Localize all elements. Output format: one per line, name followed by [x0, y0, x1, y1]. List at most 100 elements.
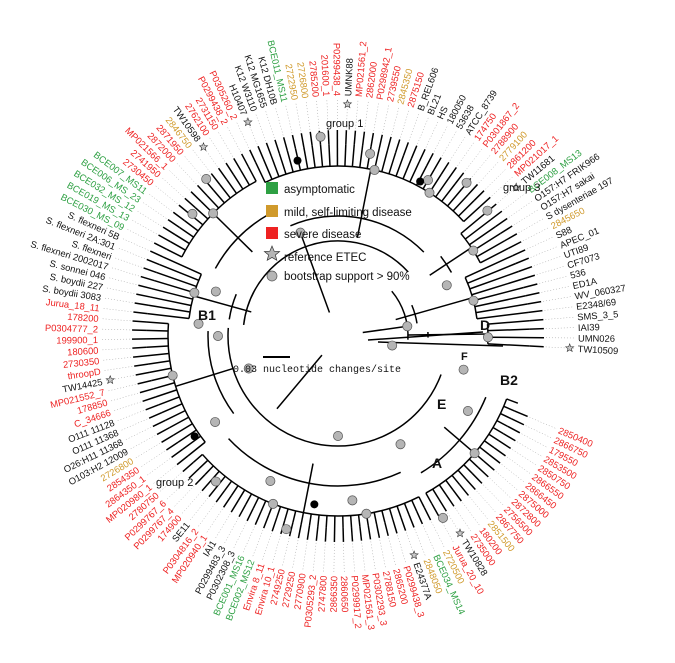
tip-branch — [454, 172, 465, 185]
leaf-branch — [460, 212, 486, 235]
leaf-branch — [146, 321, 169, 325]
tip-branch — [477, 466, 489, 478]
tip-branch — [423, 507, 432, 521]
tip-leader — [539, 275, 568, 284]
tip-label: 2747800 — [316, 575, 329, 612]
tip-leader — [516, 441, 543, 457]
tip-branch — [138, 284, 153, 290]
tip-leader — [275, 107, 284, 136]
bootstrap-node — [210, 476, 221, 487]
tip-leader — [305, 101, 311, 130]
tip-branch — [149, 250, 164, 258]
tip-branch — [222, 495, 232, 508]
tip-leader — [102, 308, 132, 312]
leaf-branch — [411, 499, 418, 512]
tip-branch — [483, 460, 495, 471]
tip-leader — [379, 539, 386, 569]
leaf-branch — [170, 241, 186, 251]
tip-label: throopD — [67, 366, 102, 382]
leaf-branch — [381, 510, 386, 523]
tip-leader — [316, 99, 320, 129]
bootstrap-node — [462, 406, 473, 416]
clade-stem — [175, 367, 234, 388]
tip-leader — [364, 100, 369, 130]
bootstrap-node — [210, 417, 221, 427]
tip-leader — [110, 392, 139, 402]
clade-label-e: E — [437, 396, 446, 412]
tip-branch — [230, 499, 240, 513]
tip-branch — [508, 241, 522, 249]
tip-branch — [153, 242, 168, 250]
tip-branch — [402, 142, 410, 156]
tip-leader — [536, 265, 565, 275]
tip-leader — [373, 102, 379, 132]
tip-branch — [265, 142, 272, 157]
tip-leader — [236, 121, 250, 149]
leaf-branch — [187, 441, 206, 457]
leaf-branch — [179, 226, 195, 238]
leaf-branch — [344, 144, 347, 167]
tip-leader — [501, 464, 525, 483]
tip-branch — [162, 226, 176, 236]
tip-branch — [233, 157, 242, 171]
tip-leader — [485, 168, 507, 190]
leaf-branch — [255, 162, 266, 183]
tip-leader — [361, 542, 366, 572]
tip-branch — [262, 514, 270, 529]
tip-label: P0299917_2 — [349, 575, 364, 629]
tip-branch — [498, 440, 512, 450]
tip-branch — [467, 183, 479, 196]
tip-leader — [483, 484, 504, 506]
reference-star-icon — [455, 528, 465, 538]
backbone-stem — [276, 354, 323, 410]
tip-branch — [473, 190, 485, 202]
leaf-branch — [165, 409, 186, 421]
tip-branch — [167, 218, 181, 229]
backbone-stem — [362, 325, 408, 334]
tip-branch — [359, 526, 363, 541]
bootstrap-node — [167, 370, 178, 381]
leaf-branch — [492, 426, 504, 435]
legend-star-icon — [263, 245, 281, 262]
tip-leader — [136, 210, 162, 227]
tip-leader — [382, 104, 390, 133]
bootstrap-node — [458, 364, 469, 375]
group-marker-dot — [190, 432, 199, 441]
tip-branch — [514, 410, 528, 418]
tip-leader — [120, 418, 148, 431]
tip-branch — [306, 525, 311, 540]
tip-branch — [415, 510, 424, 525]
tip-branch — [297, 524, 302, 539]
leaf-branch — [464, 219, 492, 240]
leaf-branch — [487, 320, 530, 325]
tip-branch — [445, 494, 455, 507]
leaf-branch — [425, 492, 433, 504]
tip-branch — [400, 517, 407, 531]
tip-leader — [522, 227, 549, 242]
scale-label: 0.03 nucleotide changes/site — [233, 364, 401, 376]
clade-label-b2: B2 — [500, 372, 518, 388]
bootstrap-node — [369, 165, 380, 175]
tip-leader — [103, 366, 133, 371]
tip-leader — [214, 513, 231, 539]
leaf-branch — [275, 506, 282, 519]
tip-branch — [345, 130, 348, 145]
tip-branch — [171, 448, 184, 459]
tip-branch — [133, 311, 148, 315]
tip-leader — [491, 176, 514, 197]
leaf-branch — [463, 464, 473, 474]
tip-branch — [142, 396, 157, 403]
leaf-branch — [473, 286, 524, 302]
leaf-branch — [223, 480, 233, 492]
tip-branch — [431, 503, 440, 517]
tip-label: HS — [434, 104, 449, 120]
tip-leader — [454, 507, 472, 533]
tip-leader — [126, 228, 153, 243]
tip-leader — [503, 192, 527, 211]
bootstrap-node — [189, 287, 200, 298]
bootstrap-node — [441, 280, 452, 291]
leaf-branch — [184, 220, 199, 232]
tip-branch — [282, 137, 289, 151]
tip-leader — [508, 200, 533, 218]
tip-branch — [184, 197, 196, 209]
